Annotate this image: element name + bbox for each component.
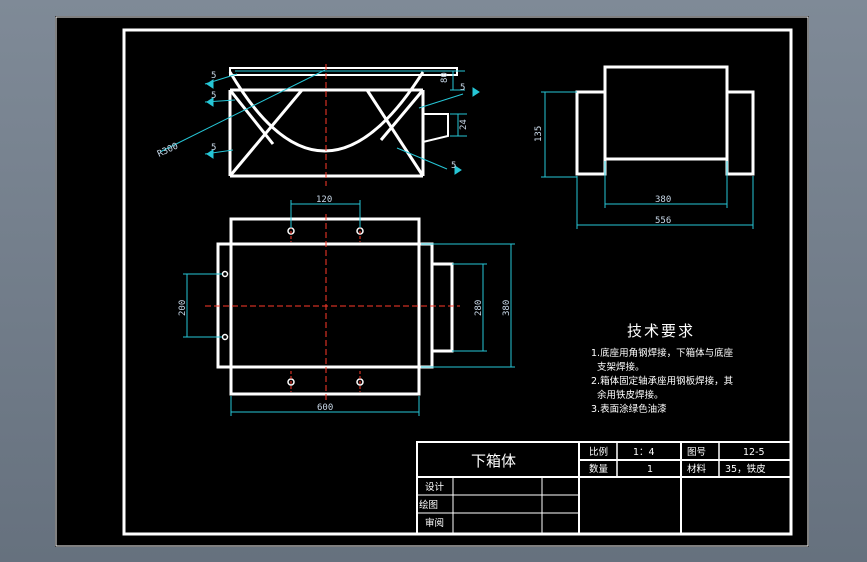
side-view-dimensions bbox=[541, 91, 754, 229]
dim-556: 556 bbox=[655, 216, 671, 226]
dim-5-a: 5 bbox=[211, 71, 216, 81]
dim-380-side: 380 bbox=[655, 195, 671, 205]
bolt-hole bbox=[221, 333, 229, 341]
inner-frame bbox=[122, 28, 793, 536]
side-view-left-bracket bbox=[575, 90, 607, 176]
requirement-line: 支架焊接。 bbox=[597, 361, 645, 373]
drawing-no-value: 12-5 bbox=[743, 447, 765, 458]
dim-600: 600 bbox=[317, 403, 333, 413]
dim-5-e: 5 bbox=[451, 161, 456, 171]
design-label: 设计 bbox=[425, 481, 445, 493]
material-label: 材料 bbox=[687, 463, 707, 475]
dim-200: 200 bbox=[178, 300, 188, 316]
front-view-dimensions bbox=[159, 69, 480, 175]
quantity-label: 数量 bbox=[589, 463, 609, 475]
top-view-dimensions bbox=[183, 200, 515, 416]
dim-380-top: 380 bbox=[502, 300, 512, 316]
dim-135: 135 bbox=[534, 126, 544, 142]
dim-280: 280 bbox=[474, 300, 484, 316]
scale-value: 1：4 bbox=[633, 447, 655, 458]
review-label: 审阅 bbox=[425, 517, 444, 529]
requirement-line: 2.箱体固定轴承座用钢板焊接，其 bbox=[591, 375, 734, 387]
top-view-outlet bbox=[430, 262, 454, 353]
front-view-brace-left-arc bbox=[228, 89, 275, 145]
dim-5-d: 5 bbox=[460, 83, 465, 93]
top-view bbox=[205, 214, 460, 400]
front-view-bowl-arc bbox=[228, 71, 425, 153]
requirements-heading: 技术要求 bbox=[627, 322, 695, 340]
drawing-no-label: 图号 bbox=[687, 447, 706, 458]
quantity-value: 1 bbox=[647, 464, 653, 475]
requirement-line: 余用铁皮焊接。 bbox=[597, 389, 664, 401]
requirement-line: 3.表面涂绿色油漆 bbox=[591, 403, 667, 415]
cad-drawing: R300 5 5 5 5 5 80 24 135 380 556 bbox=[55, 16, 809, 547]
title-block: 下箱体 比例 1：4 图号 12-5 数量 1 材料 35，铁皮 设计 绘图 审… bbox=[416, 441, 792, 535]
dim-120: 120 bbox=[316, 195, 332, 205]
dim-5-b: 5 bbox=[211, 91, 216, 101]
outer-border bbox=[55, 16, 809, 547]
drafting-label: 绘图 bbox=[419, 499, 438, 511]
front-view-brace-right-arc bbox=[379, 89, 425, 141]
requirement-line: 1.底座用角钢焊接，下箱体与底座 bbox=[591, 347, 734, 359]
material-value: 35，铁皮 bbox=[725, 463, 766, 475]
front-view-side-spout bbox=[422, 113, 449, 144]
title-block-frame bbox=[416, 441, 792, 535]
side-view-right-bracket bbox=[725, 90, 755, 176]
front-view bbox=[228, 64, 458, 186]
front-view-brace-right bbox=[365, 89, 425, 177]
dim-80: 80 bbox=[440, 72, 450, 83]
part-name: 下箱体 bbox=[471, 452, 516, 470]
side-view bbox=[575, 65, 755, 176]
technical-requirements: 技术要求 1.底座用角钢焊接，下箱体与底座 支架焊接。 2.箱体固定轴承座用钢板… bbox=[591, 322, 734, 415]
drawing-sheet: R300 5 5 5 5 5 80 24 135 380 556 bbox=[55, 16, 809, 547]
dim-5-c: 5 bbox=[211, 143, 216, 153]
bolt-hole bbox=[221, 270, 229, 278]
scale-label: 比例 bbox=[589, 446, 608, 458]
dim-r300: R300 bbox=[156, 141, 180, 159]
side-view-body bbox=[603, 65, 729, 161]
dim-24: 24 bbox=[459, 119, 469, 130]
